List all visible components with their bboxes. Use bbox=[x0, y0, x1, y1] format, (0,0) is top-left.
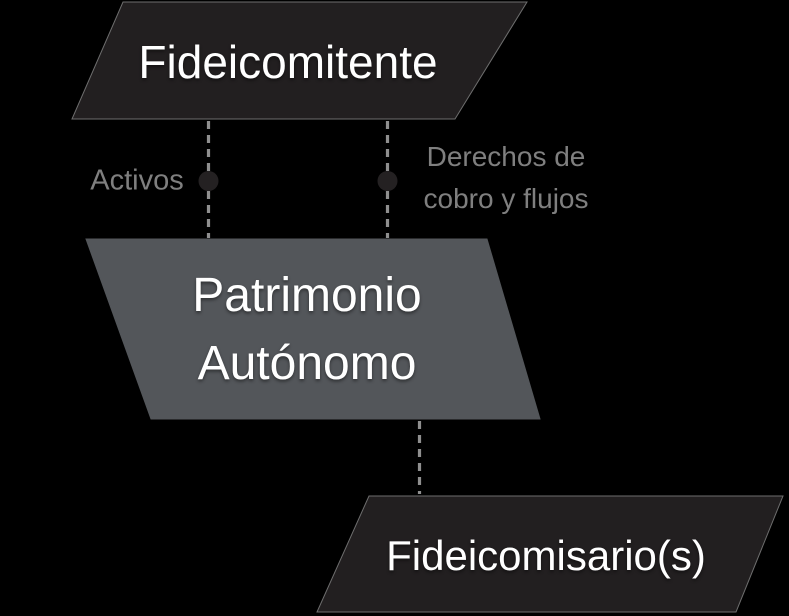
patrimonio-label: Patrimonio Autónomo bbox=[192, 262, 421, 398]
fideicomisario-label: Fideicomisario(s) bbox=[386, 532, 706, 579]
fideicomitente-label: Fideicomitente bbox=[138, 36, 438, 88]
derechos-connector-dot bbox=[377, 171, 398, 191]
activos-label: Activos bbox=[90, 164, 184, 197]
fideicomisario-parallelogram bbox=[316, 495, 784, 613]
patrimonio-label-line2: Autónomo bbox=[197, 337, 417, 390]
derechos-label-line1: Derechos de bbox=[426, 141, 586, 172]
activos-connector-dot bbox=[198, 171, 219, 191]
patrimonio-parallelogram bbox=[85, 238, 541, 420]
derechos-label-line2: cobro y flujos bbox=[423, 183, 589, 214]
patrimonio-label-line1: Patrimonio bbox=[192, 269, 422, 322]
derechos-label: Derechos de cobro y flujos bbox=[424, 136, 589, 220]
fideicomitente-parallelogram bbox=[71, 1, 528, 120]
